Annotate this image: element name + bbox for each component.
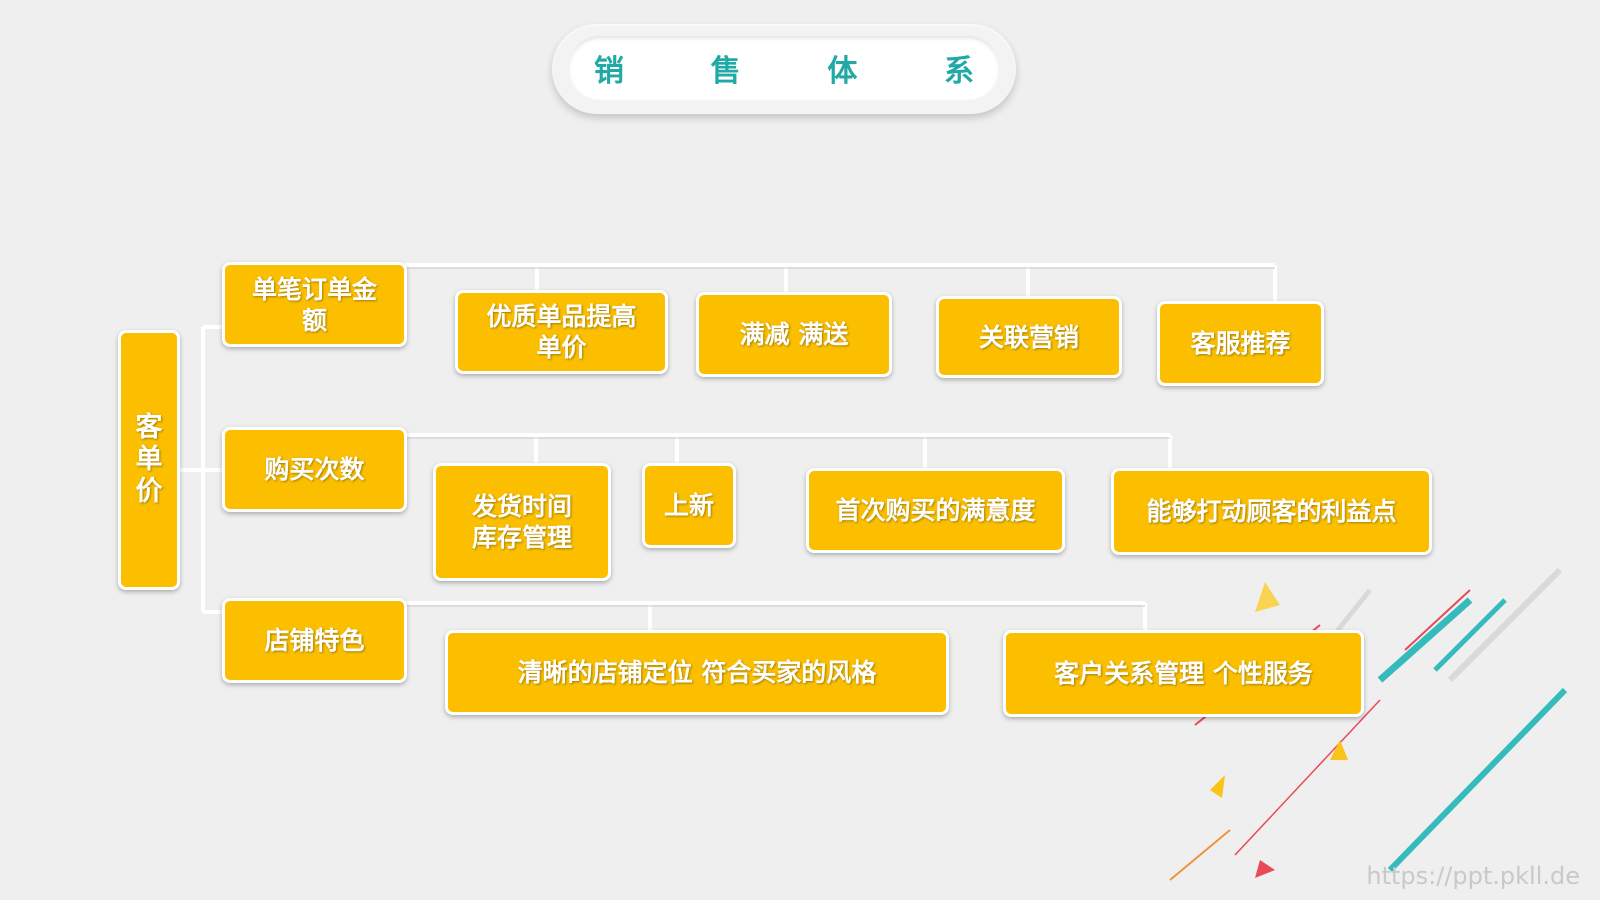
child-node-store-positioning: 清晰的店铺定位 符合买家的风格 (445, 630, 949, 715)
branch-node-store-features: 店铺特色 (222, 598, 407, 683)
branch-node-purchase-count: 购买次数 (222, 427, 407, 512)
child-node-shipping-inventory: 发货时间 库存管理 (433, 463, 611, 581)
child-node-first-purchase-satisfaction: 首次购买的满意度 (806, 468, 1065, 553)
child-node-discounts: 满减 满送 (696, 292, 892, 377)
title-char-3: 体 (827, 54, 858, 89)
child-node-new-arrivals: 上新 (642, 463, 736, 548)
branch-node-order-amount: 单笔订单金 额 (222, 262, 407, 347)
title-inner: 销 售 体 系 (568, 36, 1000, 100)
title-char-2: 售 (710, 54, 741, 89)
title-pill: 销 售 体 系 (552, 24, 1016, 114)
root-node: 客 单 价 (118, 330, 180, 590)
child-node-customer-benefits: 能够打动顾客的利益点 (1111, 468, 1432, 555)
child-node-service-recommend: 客服推荐 (1157, 301, 1324, 386)
watermark: https://ppt.pkll.de (1366, 862, 1580, 890)
child-node-crm-personal-service: 客户关系管理 个性服务 (1003, 630, 1364, 717)
title-char-1: 销 (594, 54, 624, 89)
title-char-4: 系 (943, 54, 974, 89)
child-node-quality-products: 优质单品提高 单价 (455, 290, 668, 374)
child-node-related-marketing: 关联营销 (936, 296, 1122, 378)
